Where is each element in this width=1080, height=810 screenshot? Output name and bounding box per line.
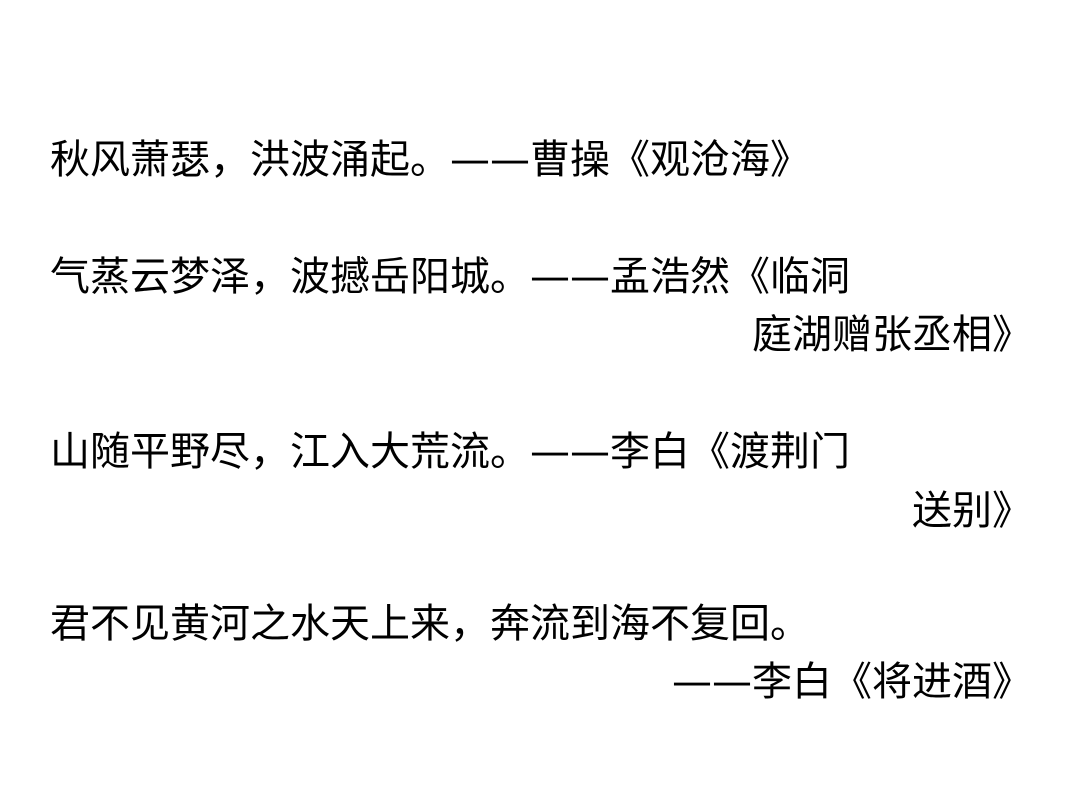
- quote-3-line-1: 山随平野尽，江入大荒流。——李白《渡荆门: [50, 429, 850, 475]
- quote-4-line-2: ——李白《将进酒》: [672, 659, 1032, 705]
- quote-2-line-2: 庭湖赠张丞相》: [752, 312, 1032, 358]
- quote-1-line-1: 秋风萧瑟，洪波涌起。——曹操《观沧海》: [50, 137, 810, 183]
- quote-4-line-1: 君不见黄河之水天上来，奔流到海不复回。: [50, 601, 810, 647]
- quote-3-line-2: 送别》: [912, 488, 1032, 534]
- quote-2-line-1: 气蒸云梦泽，波撼岳阳城。——孟浩然《临洞: [50, 254, 850, 300]
